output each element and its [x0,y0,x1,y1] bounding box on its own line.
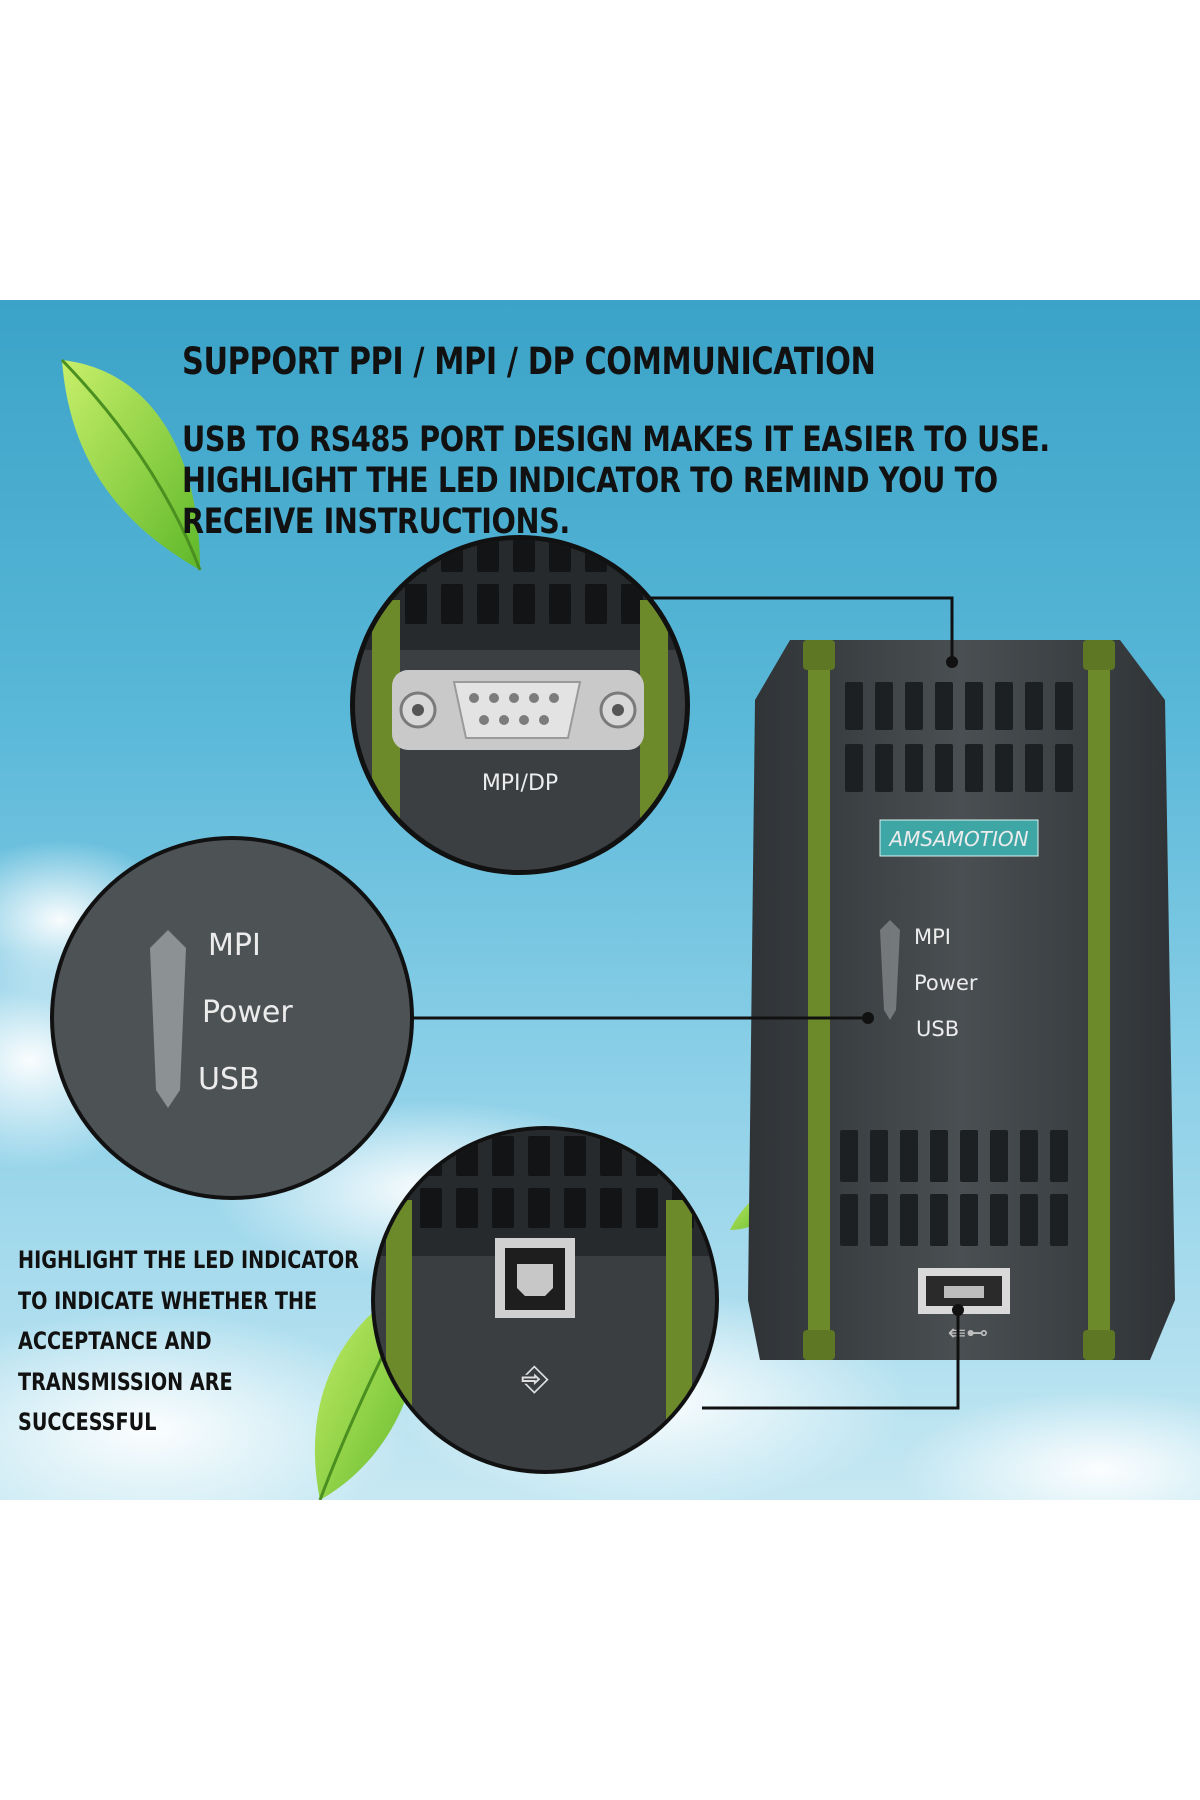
banner-scene: ⇚⊷ [0,358,1200,1500]
headline-title: SUPPORT PPI / MPI / DP COMMUNICATION [182,340,876,383]
led-description: HIGHLIGHT THE LED INDICATOR TO INDICATE … [18,1246,359,1436]
db9-connector-icon [392,670,644,750]
callout-usb-port: ⎆ [371,1126,719,1474]
callout-mpi-dp-port: MPI/DP [350,535,690,875]
led-label-usb: USB [198,1062,260,1097]
port-label: MPI/DP [482,771,558,796]
callout-led-indicators: MPI Power USB [50,836,414,1200]
device-led-power: Power [914,971,978,995]
usb-symbol-icon: ⇚⊷ [948,1320,988,1345]
headline-body: USB TO RS485 PORT DESIGN MAKES IT EASIER… [182,420,1050,542]
vent-grille-bottom [840,1130,1068,1246]
led-label-power: Power [202,995,293,1030]
brand-label: AMSAMOTION [887,827,1028,851]
device-led-mpi: MPI [914,925,951,949]
vent-grille-top [845,682,1073,792]
callout-lines [408,596,960,1410]
usb-adapter-device: ⇚⊷ [748,640,1175,1360]
leaf-icon [60,358,202,571]
led-label-mpi: MPI [208,928,261,963]
product-banner: ⇚⊷ [0,300,1200,1500]
usb-b-port-icon [495,1238,575,1318]
device-led-usb: USB [916,1017,959,1041]
usb-symbol-icon: ⎆ [521,1360,549,1398]
